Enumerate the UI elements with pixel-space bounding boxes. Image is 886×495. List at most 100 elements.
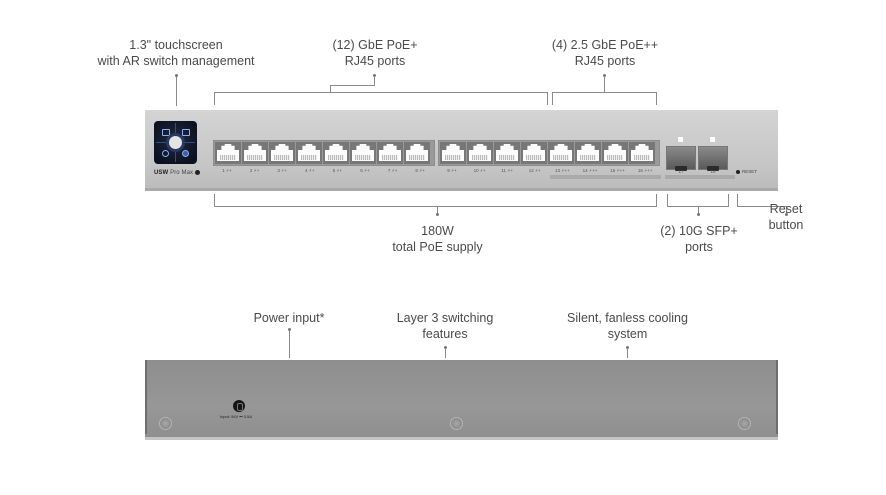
rj45-port[interactable] [296,142,322,164]
leader-line [330,85,331,93]
panel-edge [776,360,778,434]
leader-line [437,206,438,214]
panel-edge [145,360,147,434]
port-label: 3 ⚡+ [277,168,287,173]
screw-icon [450,417,463,430]
switch-front-panel: USW Pro Max 1 ⚡+2 ⚡+3 ⚡+4 ⚡+5 ⚡+6 ⚡+7 ⚡+… [145,110,778,191]
callout-text: Reset [769,202,803,216]
rj45-port[interactable] [494,142,520,164]
rj45-port[interactable] [215,142,241,164]
callout-power-input: Power input* [240,310,338,326]
port-pins [445,155,461,160]
port-label: 7 ⚡+ [387,168,398,173]
sfp-latch [675,166,687,171]
leader-line [289,330,290,358]
sfp-label: 18 [710,169,716,174]
brand-text: USW [154,170,169,177]
info-icon [162,150,169,157]
callout-layer3: Layer 3 switching features [380,310,510,342]
rj45-port[interactable] [350,142,376,164]
callout-text: with AR switch management [97,54,255,68]
bracket-poe [656,194,657,206]
callout-text: (4) 2.5 GbE PoE++ [551,38,659,52]
leader-line [604,76,605,92]
callout-text: RJ45 ports [344,54,406,68]
port-pins [580,155,596,160]
rj45-port[interactable] [323,142,349,164]
port-pins [499,155,515,160]
port-label: 10 ⚡+ [473,168,486,173]
sfp-label: 17 [678,169,684,174]
port-pins [409,155,425,160]
rj45-port[interactable] [269,142,295,164]
rj45-port[interactable] [377,142,403,164]
center-button[interactable] [169,136,182,149]
port-label: 6 ⚡+ [360,168,370,173]
port-pins [301,155,317,160]
sfp-led [710,137,715,142]
rj45-port[interactable] [548,142,574,164]
leader-line [176,76,177,106]
touchscreen[interactable] [154,121,197,164]
label-bar-10g [665,175,735,179]
callout-sfp-ports: (2) 10G SFP+ ports [650,223,748,255]
bracket-gbe [214,92,215,105]
sfp-port[interactable] [666,146,696,171]
sfp-latch [707,166,719,171]
rj45-port[interactable] [521,142,547,164]
screw-icon [738,417,751,430]
power-jack[interactable] [233,400,245,412]
bracket-poe [214,206,657,207]
leader-line [374,76,375,85]
ports-icon [162,129,170,136]
port-label: 12 ⚡+ [528,168,541,173]
callout-cooling: Silent, fanless cooling system [555,310,700,342]
rj45-port[interactable] [629,142,655,164]
label-bar-25g [550,175,661,179]
leader-line [627,348,628,358]
port-pins [355,155,371,160]
callout-text: 1.3" touchscreen [129,38,223,52]
sfp-port[interactable] [698,146,728,171]
port-pins [634,155,650,160]
callout-text: 180W [421,224,454,238]
leader-line [786,206,787,214]
rj45-port[interactable] [440,142,466,164]
leader-dot [373,74,376,77]
leader-line [330,85,375,86]
port-label: 2 ⚡+ [249,168,260,173]
callout-text: Silent, fanless cooling [567,311,688,325]
callout-text: Power input* [253,311,325,325]
callout-poe-supply: 180W total PoE supply [375,223,500,255]
reset-label: RESET [742,169,758,174]
callout-text: system [607,327,648,341]
callout-text: (2) 10G SFP+ [660,224,738,238]
callout-text: ports [685,240,713,254]
sfp-led [678,137,683,142]
port-label: 9 ⚡+ [447,168,457,173]
rj45-port[interactable] [575,142,601,164]
port-group-1-8 [213,140,435,166]
rj45-port[interactable] [404,142,430,164]
reset-button[interactable] [736,170,740,174]
callout-text: RJ45 ports [574,54,636,68]
port-label: 8 ⚡+ [415,168,425,173]
bracket-25g [552,92,553,105]
leader-dot [175,74,178,77]
leader-line [737,206,787,207]
port-label: 14 ⚡++ [582,168,598,173]
leader-line [737,194,738,206]
callout-text: features [422,327,468,341]
leader-line [445,348,446,358]
device-icon [182,129,190,136]
bracket-gbe [547,92,548,105]
bracket-gbe [214,92,548,93]
leader-dot [436,213,439,216]
model-name: Pro Max [170,170,194,177]
port-label: 1 ⚡+ [222,168,232,173]
screw-icon [159,417,172,430]
rj45-port[interactable] [467,142,493,164]
rj45-port[interactable] [242,142,268,164]
port-label: 15 ⚡++ [610,168,625,173]
rj45-port[interactable] [602,142,628,164]
